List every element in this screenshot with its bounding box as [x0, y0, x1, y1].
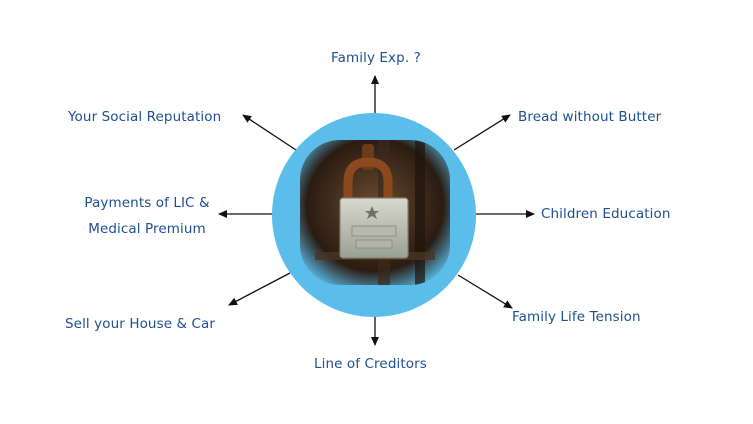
outcome-text-line-2: Medical Premium [88, 221, 206, 237]
outcome-text: Children Education [541, 206, 671, 222]
outcome-label-top-right: Bread without Butter [518, 104, 661, 130]
outcome-text: Family Exp. ? [331, 50, 421, 66]
outcome-label-top: Family Exp. ? [331, 45, 421, 71]
outcome-text-line-1: Payments of LIC & [84, 195, 210, 211]
outcome-label-bottom-left: Sell your House & Car [65, 311, 215, 337]
outcome-label-top-left: Your Social Reputation [68, 104, 221, 130]
outcome-label-bottom-right: Family Life Tension [512, 304, 641, 330]
arrow-bottom-right [457, 274, 513, 309]
outcome-label-bottom: Line of Creditors [314, 351, 427, 377]
outcome-text: Family Life Tension [512, 309, 641, 325]
outcome-text: Your Social Reputation [68, 109, 222, 125]
outcome-label-left: Payments of LIC & Medical Premium [78, 190, 216, 242]
arrow-bottom-left [228, 272, 291, 306]
outcome-text: Sell your House & Car [65, 316, 216, 332]
arrow-top-left [242, 114, 297, 151]
outcome-label-right: Children Education [541, 201, 670, 227]
arrow-top-right [453, 114, 511, 151]
padlock-photo [300, 140, 450, 285]
outcome-text: Bread without Butter [518, 109, 662, 125]
outcome-text: Line of Creditors [314, 356, 427, 372]
